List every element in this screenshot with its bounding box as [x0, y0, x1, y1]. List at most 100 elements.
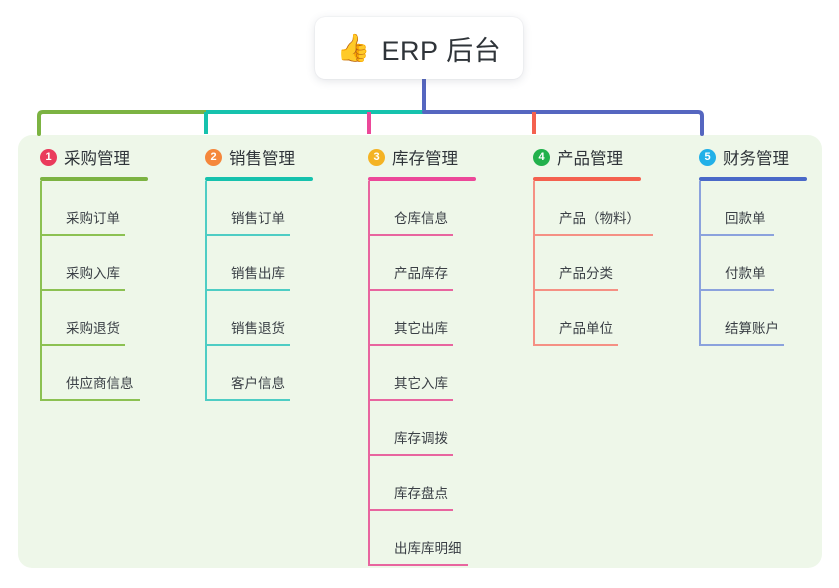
leaf-node[interactable]: 产品单位 — [533, 291, 641, 346]
leaf-node[interactable]: 其它出库 — [368, 291, 476, 346]
column-spine-2 — [205, 181, 207, 401]
leaf-node-label: 销售出库 — [231, 266, 285, 281]
leaf-node[interactable]: 产品库存 — [368, 236, 476, 291]
bus-segment-green — [37, 110, 208, 136]
column-title-2: 销售管理 — [229, 150, 295, 168]
leaf-node[interactable]: 库存调拨 — [368, 401, 476, 456]
leaf-node[interactable]: 产品（物料） — [533, 181, 653, 236]
column-rule-2 — [205, 177, 313, 181]
leaf-node-rule — [699, 234, 774, 236]
leaf-node[interactable]: 出库库明细 — [368, 511, 476, 566]
leaf-node-label: 库存调拨 — [394, 431, 448, 446]
leaf-node-rule — [205, 234, 290, 236]
column-title-3: 库存管理 — [392, 150, 458, 168]
column-badge-1: 1 — [40, 148, 57, 166]
leaf-node-label: 回款单 — [725, 211, 766, 226]
column-badge-4: 4 — [533, 148, 550, 166]
column-header-1[interactable]: 1 采购管理 — [40, 144, 148, 170]
leaf-node-label: 其它入库 — [394, 376, 448, 391]
leaf-node[interactable]: 采购入库 — [40, 236, 148, 291]
leaf-node-rule — [368, 234, 453, 236]
thumbs-up-icon: 👍 — [336, 32, 371, 63]
leaf-node-label: 出库库明细 — [394, 541, 462, 556]
leaf-node-rule — [205, 399, 290, 401]
leaf-node[interactable]: 销售出库 — [205, 236, 313, 291]
leaf-node-rule — [533, 344, 618, 346]
leaf-node-label: 产品单位 — [559, 321, 613, 336]
column-title-5: 财务管理 — [723, 150, 789, 168]
column-rule-1 — [40, 177, 148, 181]
column-items-5: 回款单付款单结算账户 — [699, 181, 807, 346]
leaf-node-label: 采购入库 — [66, 266, 120, 281]
leaf-node[interactable]: 仓库信息 — [368, 181, 476, 236]
leaf-node-label: 产品（物料） — [559, 211, 640, 226]
root-node-title: ERP 后台 — [381, 35, 502, 66]
column-spine-4 — [533, 181, 535, 346]
leaf-node-rule — [699, 289, 774, 291]
leaf-node-label: 产品分类 — [559, 266, 613, 281]
column-rule-5 — [699, 177, 807, 181]
leaf-node-label: 仓库信息 — [394, 211, 448, 226]
leaf-node-label: 客户信息 — [231, 376, 285, 391]
column-3: 3 库存管理仓库信息产品库存其它出库其它入库库存调拨库存盘点出库库明细 — [368, 144, 476, 566]
leaf-node-rule — [368, 399, 453, 401]
column-header-2[interactable]: 2 销售管理 — [205, 144, 313, 170]
leaf-node[interactable]: 结算账户 — [699, 291, 807, 346]
leaf-node-rule — [368, 289, 453, 291]
column-header-4[interactable]: 4 产品管理 — [533, 144, 641, 170]
leaf-node-label: 采购订单 — [66, 211, 120, 226]
column-badge-3: 3 — [368, 148, 385, 166]
column-header-3[interactable]: 3 库存管理 — [368, 144, 476, 170]
leaf-node-label: 库存盘点 — [394, 486, 448, 501]
leaf-node[interactable]: 其它入库 — [368, 346, 476, 401]
leaf-node-label: 付款单 — [725, 266, 766, 281]
diagram-background-panel — [18, 135, 822, 568]
column-badge-2: 2 — [205, 148, 222, 166]
leaf-node-rule — [533, 234, 653, 236]
column-title-4: 产品管理 — [557, 150, 623, 168]
leaf-node-rule — [205, 289, 290, 291]
leaf-node[interactable]: 销售退货 — [205, 291, 313, 346]
column-4: 4 产品管理产品（物料） 产品分类产品单位 — [533, 144, 653, 346]
column-2: 2 销售管理销售订单销售出库销售退货客户信息 — [205, 144, 313, 401]
leaf-node-label: 销售订单 — [231, 211, 285, 226]
column-rule-3 — [368, 177, 476, 181]
column-items-1: 采购订单采购入库采购退货供应商信息 — [40, 181, 148, 401]
column-title-1: 采购管理 — [64, 150, 130, 168]
leaf-node[interactable]: 回款单 — [699, 181, 807, 236]
leaf-node[interactable]: 客户信息 — [205, 346, 313, 401]
column-spine-1 — [40, 181, 42, 401]
leaf-node[interactable]: 采购退货 — [40, 291, 148, 346]
leaf-node-label: 产品库存 — [394, 266, 448, 281]
leaf-node-rule — [368, 344, 453, 346]
column-5: 5 财务管理回款单付款单结算账户 — [699, 144, 807, 346]
leaf-node[interactable]: 付款单 — [699, 236, 807, 291]
column-items-3: 仓库信息产品库存其它出库其它入库库存调拨库存盘点出库库明细 — [368, 181, 476, 566]
column-header-5[interactable]: 5 财务管理 — [699, 144, 807, 170]
leaf-node-rule — [40, 399, 140, 401]
leaf-node-label: 采购退货 — [66, 321, 120, 336]
column-items-2: 销售订单销售出库销售退货客户信息 — [205, 181, 313, 401]
leaf-node-rule — [368, 509, 453, 511]
leaf-node-rule — [368, 564, 468, 566]
leaf-node[interactable]: 销售订单 — [205, 181, 313, 236]
bus-segment-blue — [422, 110, 704, 136]
column-items-4: 产品（物料） 产品分类产品单位 — [533, 181, 653, 346]
leaf-node[interactable]: 采购订单 — [40, 181, 148, 236]
leaf-node[interactable]: 库存盘点 — [368, 456, 476, 511]
column-rule-4 — [533, 177, 641, 181]
column-spine-3 — [368, 181, 370, 566]
leaf-node-label: 供应商信息 — [66, 376, 134, 391]
leaf-node-label: 结算账户 — [725, 321, 779, 336]
leaf-node[interactable]: 产品分类 — [533, 236, 641, 291]
leaf-node-rule — [40, 289, 125, 291]
leaf-node-rule — [40, 344, 125, 346]
column-spine-5 — [699, 181, 701, 346]
leaf-node[interactable]: 供应商信息 — [40, 346, 148, 401]
column-badge-5: 5 — [699, 148, 716, 166]
leaf-node-rule — [533, 289, 618, 291]
root-node-erp-backend[interactable]: 👍 ERP 后台 — [315, 17, 523, 79]
leaf-node-label: 销售退货 — [231, 321, 285, 336]
